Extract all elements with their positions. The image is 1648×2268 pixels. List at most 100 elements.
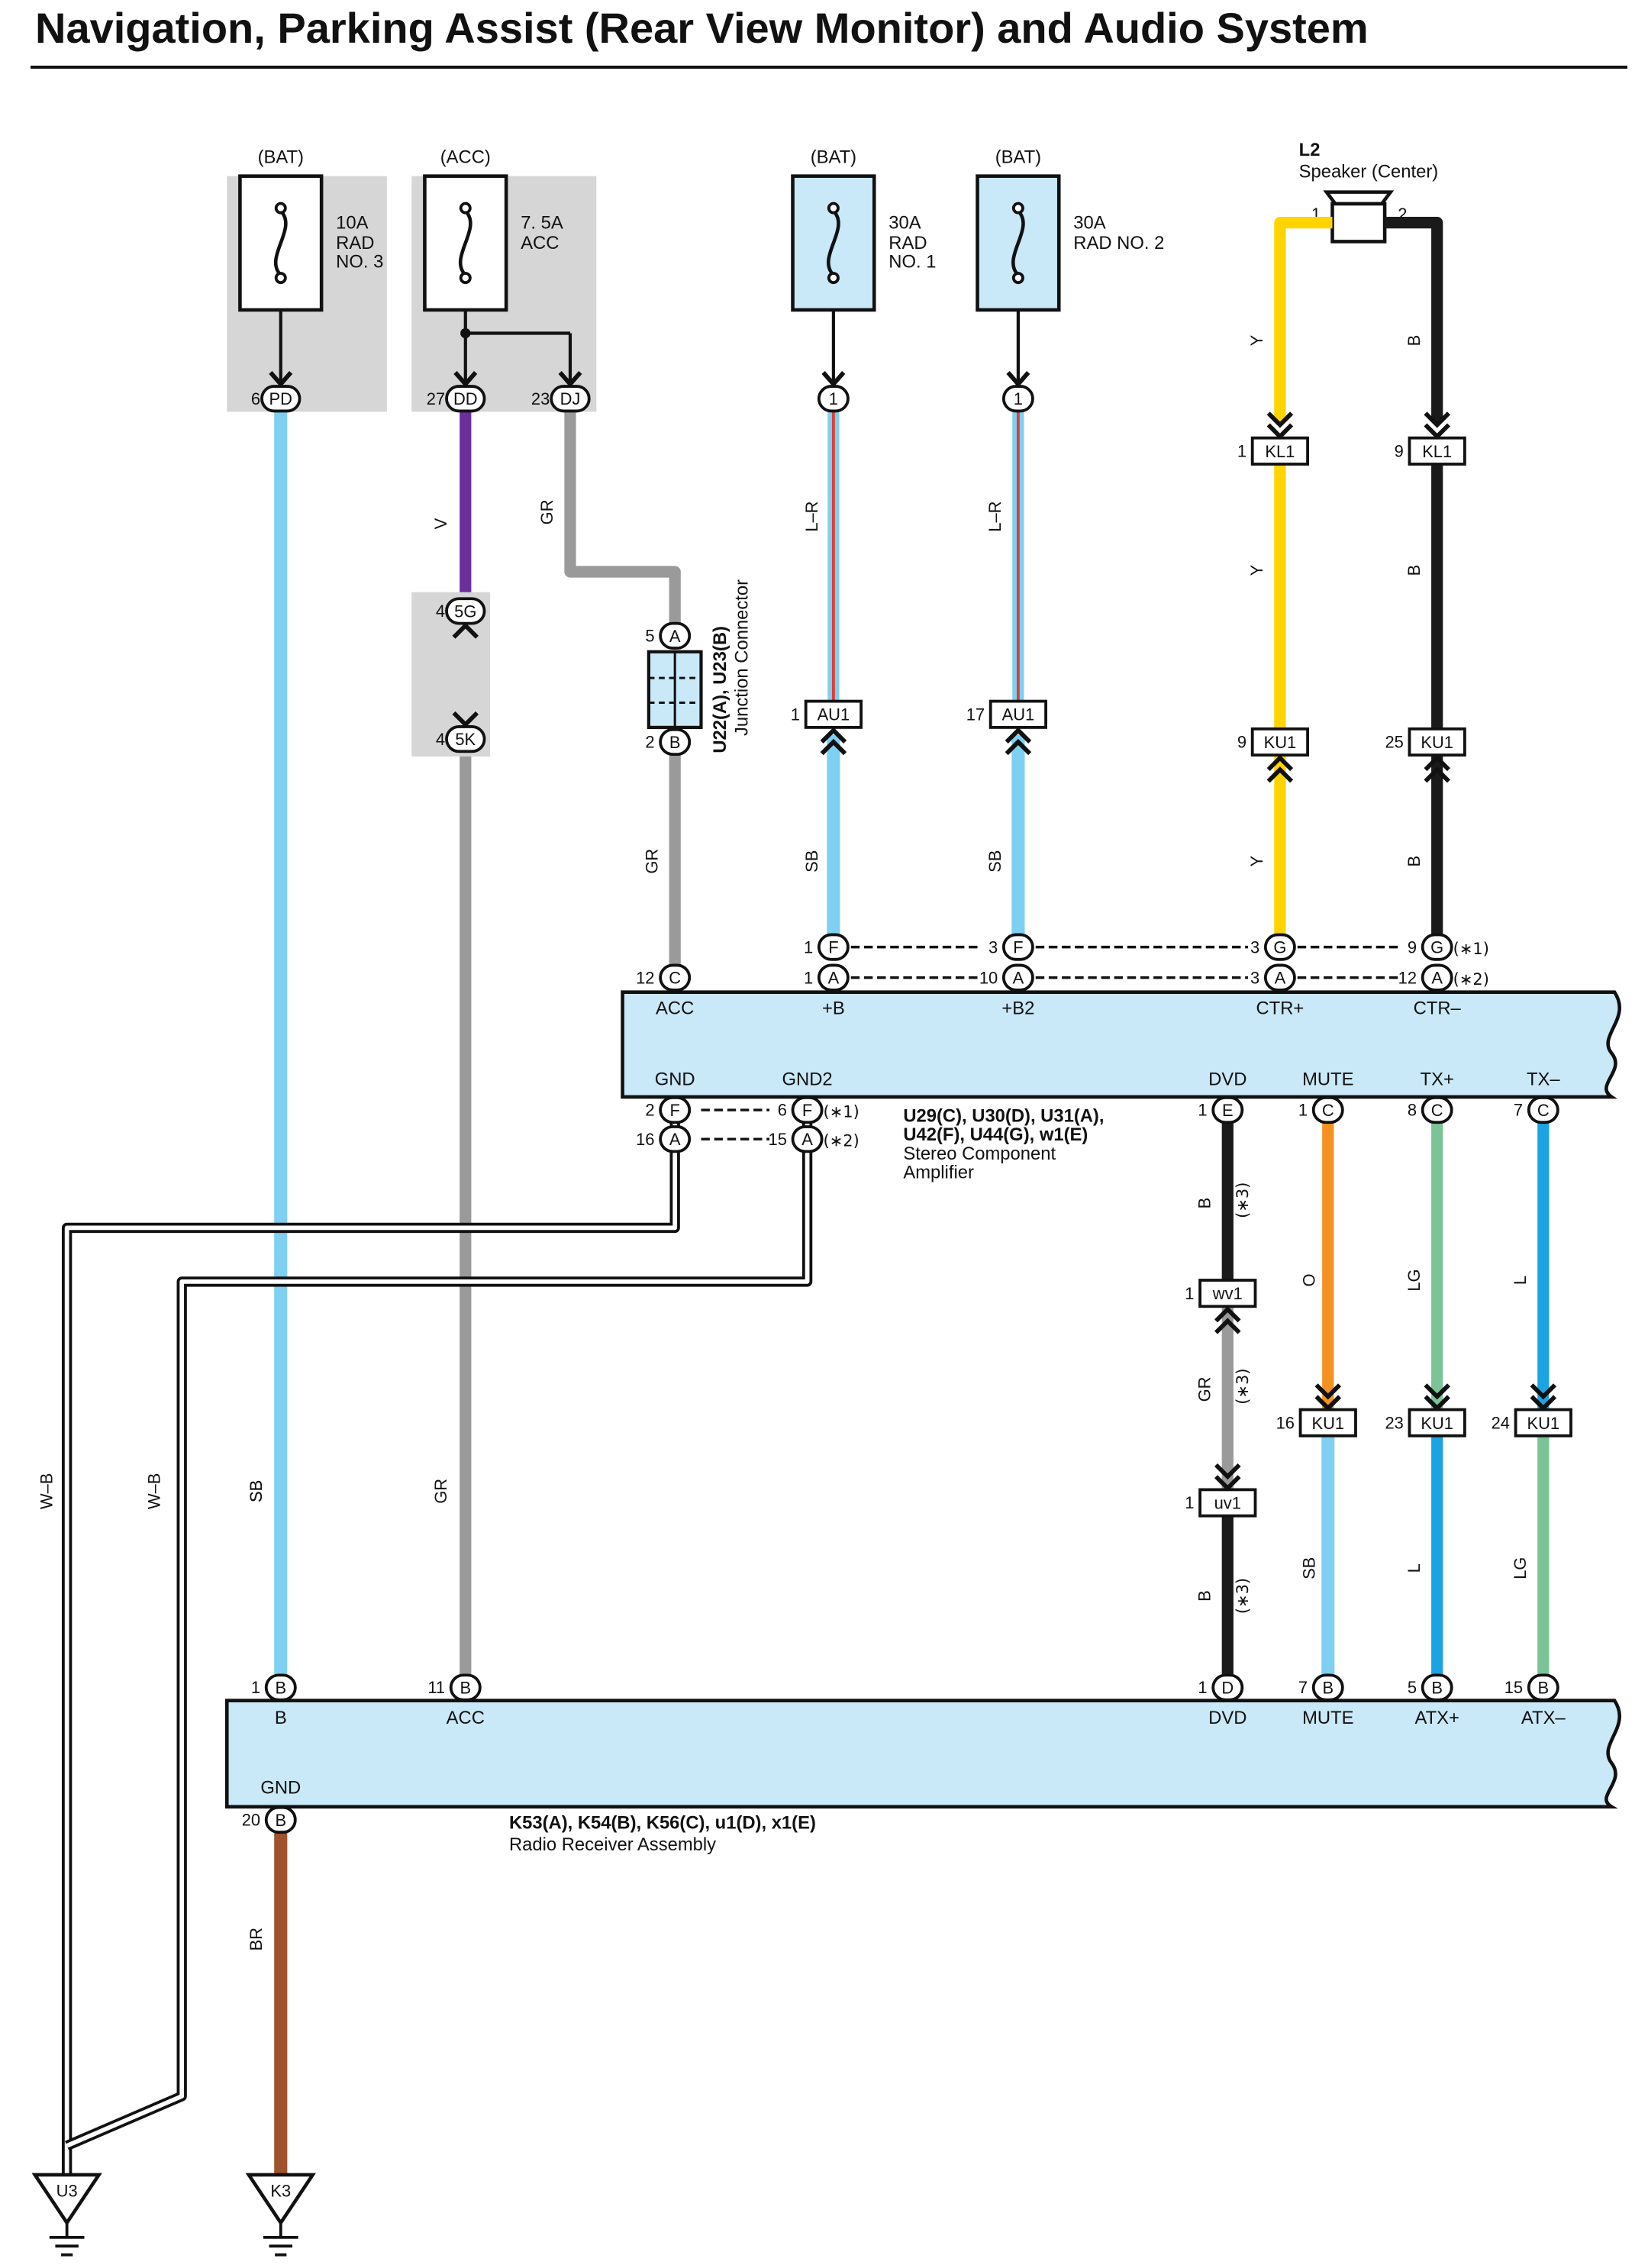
connector-letter: B bbox=[460, 1679, 471, 1698]
receiver-pin: D1 bbox=[1198, 1673, 1244, 1702]
receiver-terminal-label: GND bbox=[260, 1778, 301, 1799]
connector-oval bbox=[791, 1095, 824, 1124]
fuse-terminal bbox=[274, 272, 287, 285]
junction-code: U22(A), U23(B) bbox=[710, 626, 730, 753]
connector-box bbox=[1408, 436, 1466, 466]
wire-gnd-w-b-core bbox=[64, 1123, 678, 2175]
speaker-cone bbox=[1323, 190, 1395, 206]
fuse-terminal bbox=[274, 202, 287, 215]
connector-letter: B bbox=[275, 1811, 286, 1830]
pin-number: 1 bbox=[1198, 1678, 1207, 1697]
connector-letter: PD bbox=[269, 389, 292, 408]
connector-oval bbox=[1263, 963, 1296, 992]
wire-speaker-b bbox=[1385, 217, 1443, 422]
wire-color-label: B bbox=[1195, 1590, 1214, 1602]
connector-oval bbox=[817, 385, 850, 413]
connector-box bbox=[1408, 1408, 1466, 1437]
wire-color-label: O bbox=[1300, 1273, 1319, 1286]
pin-number: 15 bbox=[1504, 1678, 1523, 1697]
receiver-body bbox=[224, 1699, 1621, 1809]
connector-label: uv1 bbox=[1214, 1494, 1241, 1513]
amplifier-pin-row2: A3 bbox=[1250, 963, 1296, 992]
inline-connector-5k: 5K4 bbox=[436, 725, 486, 753]
wire-color-label: GR bbox=[642, 849, 661, 874]
connector-letter: B bbox=[1322, 1679, 1334, 1698]
amplifier-terminal-label: +B2 bbox=[1001, 998, 1034, 1018]
connector-letter: A bbox=[828, 969, 840, 988]
connector-oval bbox=[817, 933, 850, 961]
connector-oval bbox=[1001, 385, 1034, 413]
wire-color-label: B bbox=[1405, 335, 1424, 347]
amplifier-terminal-label: TX– bbox=[1527, 1069, 1560, 1090]
pin-number: 1 bbox=[1185, 1284, 1194, 1303]
fuse-link bbox=[274, 209, 288, 276]
fuse-terminal bbox=[827, 202, 840, 215]
amplifier-terminal-label: +B bbox=[822, 998, 845, 1018]
receiver-terminal-label: B bbox=[275, 1708, 287, 1728]
fuse-terminal bbox=[1011, 202, 1024, 215]
ground-code: K3 bbox=[270, 2182, 291, 2201]
wire-color-label: GR bbox=[537, 499, 556, 524]
page-title: Navigation, Parking Assist (Rear View Mo… bbox=[35, 4, 1369, 52]
ground-triangle bbox=[245, 2173, 316, 2226]
amplifier-codes: U29(C), U30(D), U31(A), bbox=[903, 1105, 1104, 1126]
chevron-up-icon bbox=[1214, 1306, 1241, 1334]
connector-oval bbox=[1527, 1673, 1559, 1702]
amplifier-pin-bottom-row1: C1 bbox=[1298, 1095, 1344, 1124]
connector-oval bbox=[1527, 1095, 1559, 1124]
pin-number: 1 bbox=[1298, 1101, 1308, 1120]
pin-number: 2 bbox=[645, 733, 654, 752]
chevron-down-icon bbox=[1266, 411, 1294, 440]
wire-color-label: LG bbox=[1405, 1269, 1424, 1291]
title-rule bbox=[31, 66, 1627, 69]
amplifier-terminal-label: GND2 bbox=[782, 1069, 833, 1090]
connector-label: AU1 bbox=[1002, 705, 1035, 724]
amplifier-pin-row1: G3 bbox=[1250, 933, 1296, 961]
fuse-link bbox=[827, 209, 840, 276]
amplifier-pin-row2: C12 bbox=[636, 963, 692, 992]
pin-number: 27 bbox=[427, 389, 445, 408]
wire-color-label: L–R bbox=[802, 501, 821, 531]
inline-connector-5g: 5G4 bbox=[436, 597, 486, 625]
wire-color-label: Y bbox=[1247, 856, 1266, 867]
wire-color-label: SB bbox=[802, 850, 821, 873]
pin-number: 1 bbox=[791, 705, 800, 724]
note-label: (∗2) bbox=[1453, 970, 1489, 989]
connector-oval bbox=[659, 728, 692, 757]
fuse-terminal bbox=[459, 272, 472, 285]
connector-au1-b: AU1 17 bbox=[966, 699, 1048, 729]
pin-number: 1 bbox=[1185, 1493, 1194, 1512]
connector-oval bbox=[1311, 1095, 1344, 1124]
fuse-source-label: (BAT) bbox=[258, 147, 304, 168]
amplifier-pin-row1: G9 bbox=[1408, 933, 1453, 961]
connector-letter: C bbox=[1322, 1101, 1334, 1120]
speaker-code: L2 bbox=[1299, 140, 1321, 160]
chevron-down-icon bbox=[1530, 1383, 1557, 1411]
wire-gnd2-w-b-core bbox=[66, 1123, 810, 2148]
connector-letter: A bbox=[669, 1130, 681, 1149]
receiver-name: Radio Receiver Assembly bbox=[509, 1834, 716, 1855]
connector-oval bbox=[449, 1673, 482, 1702]
amplifier-pin-row2: A10 bbox=[979, 963, 1034, 992]
wire-color-label: L bbox=[1511, 1276, 1530, 1285]
wire-color-label: Y bbox=[1247, 334, 1266, 346]
note-label: (∗1) bbox=[824, 1103, 859, 1121]
connector-box bbox=[1408, 727, 1466, 757]
pin-number: 17 bbox=[966, 705, 985, 724]
speaker-body bbox=[1330, 202, 1387, 244]
pin-number: 3 bbox=[988, 937, 998, 957]
fuse-name: RAD bbox=[336, 233, 374, 253]
splice-dot bbox=[460, 327, 471, 339]
connector-letter: A bbox=[1275, 969, 1286, 988]
fuse-name: RAD NO. 2 bbox=[1073, 233, 1164, 253]
fuse-connector-1: 1 bbox=[817, 385, 850, 413]
pin-number: 25 bbox=[1385, 733, 1403, 752]
fuse-name: NO. 1 bbox=[889, 252, 936, 273]
fuse-name: RAD bbox=[889, 233, 927, 253]
